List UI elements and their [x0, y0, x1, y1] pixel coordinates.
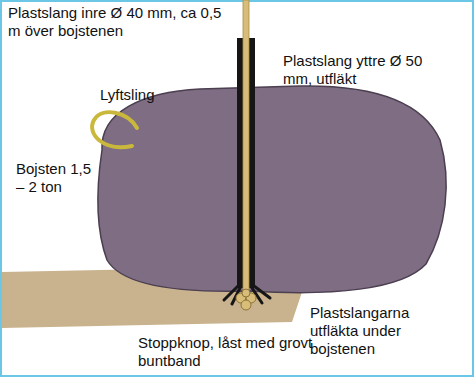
- annotation-label: Plastslangarna utfläkta under bojstenen: [310, 304, 460, 358]
- annotation-label: Bojsten 1,5 – 2 ton: [16, 160, 98, 196]
- stop-knot: [236, 289, 256, 310]
- lifting-sling: [92, 112, 137, 147]
- annotation-label: Plastslang yttre Ø 50 mm, utfläkt: [283, 52, 428, 88]
- annotation-label: Lyftsling: [100, 86, 190, 104]
- rope: [243, 0, 249, 294]
- mooring-stone: [98, 86, 446, 293]
- annotation-label: Stoppknop, låst med grovt buntband: [138, 334, 313, 370]
- annotation-label: Plastslang inre Ø 40 mm, ca 0,5 m över b…: [8, 4, 233, 40]
